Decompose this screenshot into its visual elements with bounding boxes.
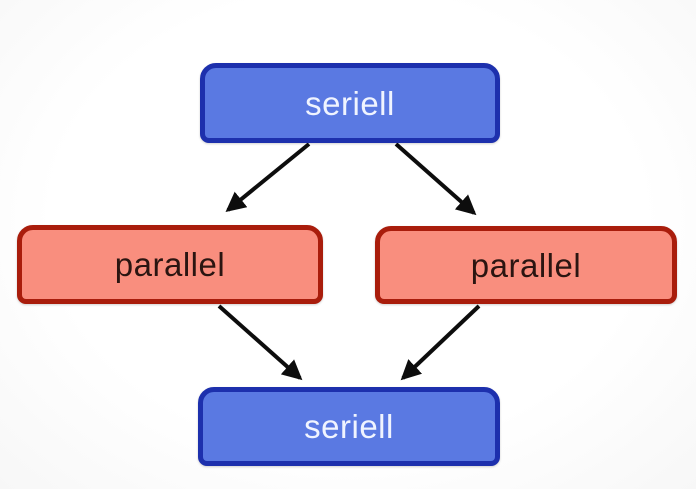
arrow-parallel-left-to-seriell-bottom	[217, 304, 303, 381]
node-seriell-top-label: seriell	[305, 84, 395, 122]
node-parallel-right: parallel	[375, 226, 677, 304]
node-seriell-bottom-label: seriell	[304, 408, 394, 445]
node-parallel-left-label: parallel	[114, 246, 226, 283]
arrow-parallel-right-to-seriell-bottom	[400, 304, 481, 381]
arrow-seriell-top-to-parallel-left	[225, 142, 311, 213]
node-parallel-right-label: parallel	[470, 246, 582, 284]
arrow-seriell-top-to-parallel-right	[394, 142, 477, 216]
node-seriell-top: seriell	[200, 63, 500, 143]
node-parallel-left: parallel	[17, 225, 323, 304]
node-seriell-bottom: seriell	[198, 387, 500, 466]
